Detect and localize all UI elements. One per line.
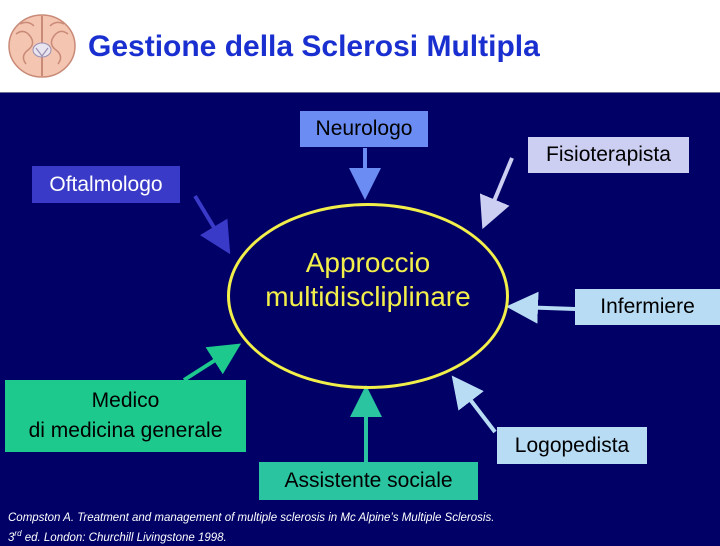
node-neurologo: Neurologo [300, 111, 428, 147]
arrow-logopedista [451, 375, 497, 434]
node-fisioterapista: Fisioterapista [528, 137, 689, 173]
page-title: Gestione della Sclerosi Multipla [88, 30, 540, 63]
reference-line1: Compston A. Treatment and management of … [8, 512, 495, 524]
arrow-fisioterapista [479, 157, 514, 230]
arrow-infermiere [506, 291, 576, 324]
reference-line2: 3rd ed. London: Churchill Livingstone 19… [8, 526, 494, 546]
node-assistente-sociale: Assistente sociale [259, 462, 478, 500]
reference-publisher: ed. London: Churchill Livingstone 1998. [21, 531, 227, 544]
brain-icon [8, 14, 76, 78]
center-label-line2: multidiscliplinare [265, 281, 471, 312]
node-medico: Medico di medicina generale [5, 380, 246, 452]
node-medico-line2: di medicina generale [28, 419, 223, 442]
reference-edition-number: 3 [8, 531, 15, 544]
center-ellipse [227, 203, 509, 389]
node-logopedista: Logopedista [497, 427, 647, 464]
node-infermiere: Infermiere [575, 289, 720, 325]
node-medico-line1: Medico [91, 389, 160, 412]
reference-edition-suffix: rd [14, 529, 22, 538]
arrow-medico [182, 343, 242, 382]
reference-citation: Compston A. Treatment and management of … [8, 511, 494, 546]
center-label: Approccio multidiscliplinare [227, 246, 509, 314]
center-label-line1: Approccio [305, 247, 431, 278]
arrow-oftalmologo [193, 194, 231, 255]
header: Gestione della Sclerosi Multipla [0, 0, 720, 93]
node-oftalmologo: Oftalmologo [32, 166, 180, 203]
